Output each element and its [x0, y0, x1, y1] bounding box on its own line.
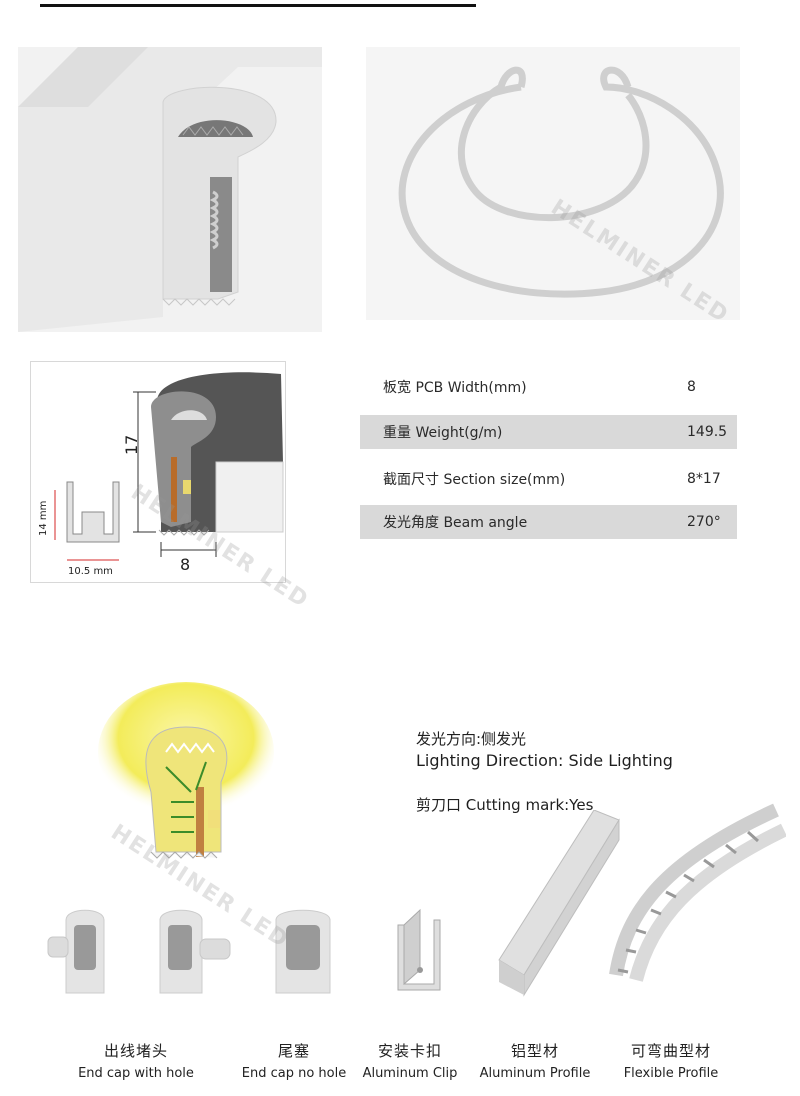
top-rule [40, 4, 476, 7]
accessory-caption: 尾塞 End cap no hole [219, 1040, 369, 1081]
accessory-name-en: Aluminum Profile [479, 1066, 591, 1081]
product-cross-section-photo [18, 47, 322, 332]
end-cap-no-hole-icon [272, 905, 336, 995]
accessory-caption: 安装卡扣 Aluminum Clip [335, 1040, 485, 1081]
accessory-caption: 铝型材 Aluminum Profile [460, 1040, 610, 1081]
end-cap-with-hole-icon [152, 905, 242, 995]
spec-row-beam-angle: 发光角度 Beam angle 270° [360, 505, 737, 539]
clip-height-label: 14 mm [38, 500, 49, 536]
accessory-name-zh: 可弯曲型材 [630, 1042, 711, 1060]
bent-strip-photo [366, 47, 740, 320]
spec-value: 8*17 [687, 471, 721, 487]
clip-width-label: 10.5 mm [68, 566, 113, 577]
lighting-direction-en: Lighting Direction: Side Lighting [416, 751, 673, 770]
flexible-profile-icon [606, 800, 786, 985]
accessory-name-zh: 尾塞 [277, 1042, 310, 1060]
cutting-mark: 剪刀口 Cutting mark:Yes [416, 796, 594, 814]
aluminum-profile-icon [494, 810, 624, 1000]
spec-row-section-size: 截面尺寸 Section size(mm) 8*17 [360, 462, 737, 496]
spec-label: 发光角度 Beam angle [383, 515, 528, 531]
spec-row-pcb-width: 板宽 PCB Width(mm) 8 [360, 370, 737, 404]
accessory-name-zh: 铝型材 [510, 1042, 559, 1060]
end-cap-with-hole-icon [46, 905, 118, 995]
accessory-name-en: End cap no hole [241, 1066, 347, 1081]
height-dimension-label: 17 [122, 434, 141, 455]
dimension-drawing [30, 361, 286, 583]
width-dimension-label: 8 [180, 555, 191, 574]
spec-label: 截面尺寸 Section size(mm) [383, 472, 566, 488]
lighting-direction-zh: 发光方向:侧发光 [416, 730, 527, 748]
accessory-name-zh: 出线堵头 [103, 1042, 168, 1060]
side-lighting-illustration [96, 682, 276, 882]
accessory-name-en: Flexible Profile [623, 1066, 719, 1081]
aluminum-clip-icon [390, 900, 454, 1000]
lighting-direction: 发光方向:侧发光 Lighting Direction: Side Lighti… [416, 728, 673, 772]
accessory-caption: 可弯曲型材 Flexible Profile [596, 1040, 746, 1081]
accessory-name-en: Aluminum Clip [362, 1066, 458, 1081]
accessory-name-zh: 安装卡扣 [377, 1042, 442, 1060]
spec-value: 270° [687, 514, 721, 530]
spec-label: 重量 Weight(g/m) [383, 425, 503, 441]
spec-value: 149.5 [687, 424, 728, 440]
spec-label: 板宽 PCB Width(mm) [383, 380, 527, 396]
accessory-name-en: End cap with hole [78, 1066, 194, 1081]
accessory-caption: 出线堵头 End cap with hole [61, 1040, 211, 1081]
spec-row-weight: 重量 Weight(g/m) 149.5 [360, 415, 737, 449]
spec-value: 8 [687, 379, 696, 395]
